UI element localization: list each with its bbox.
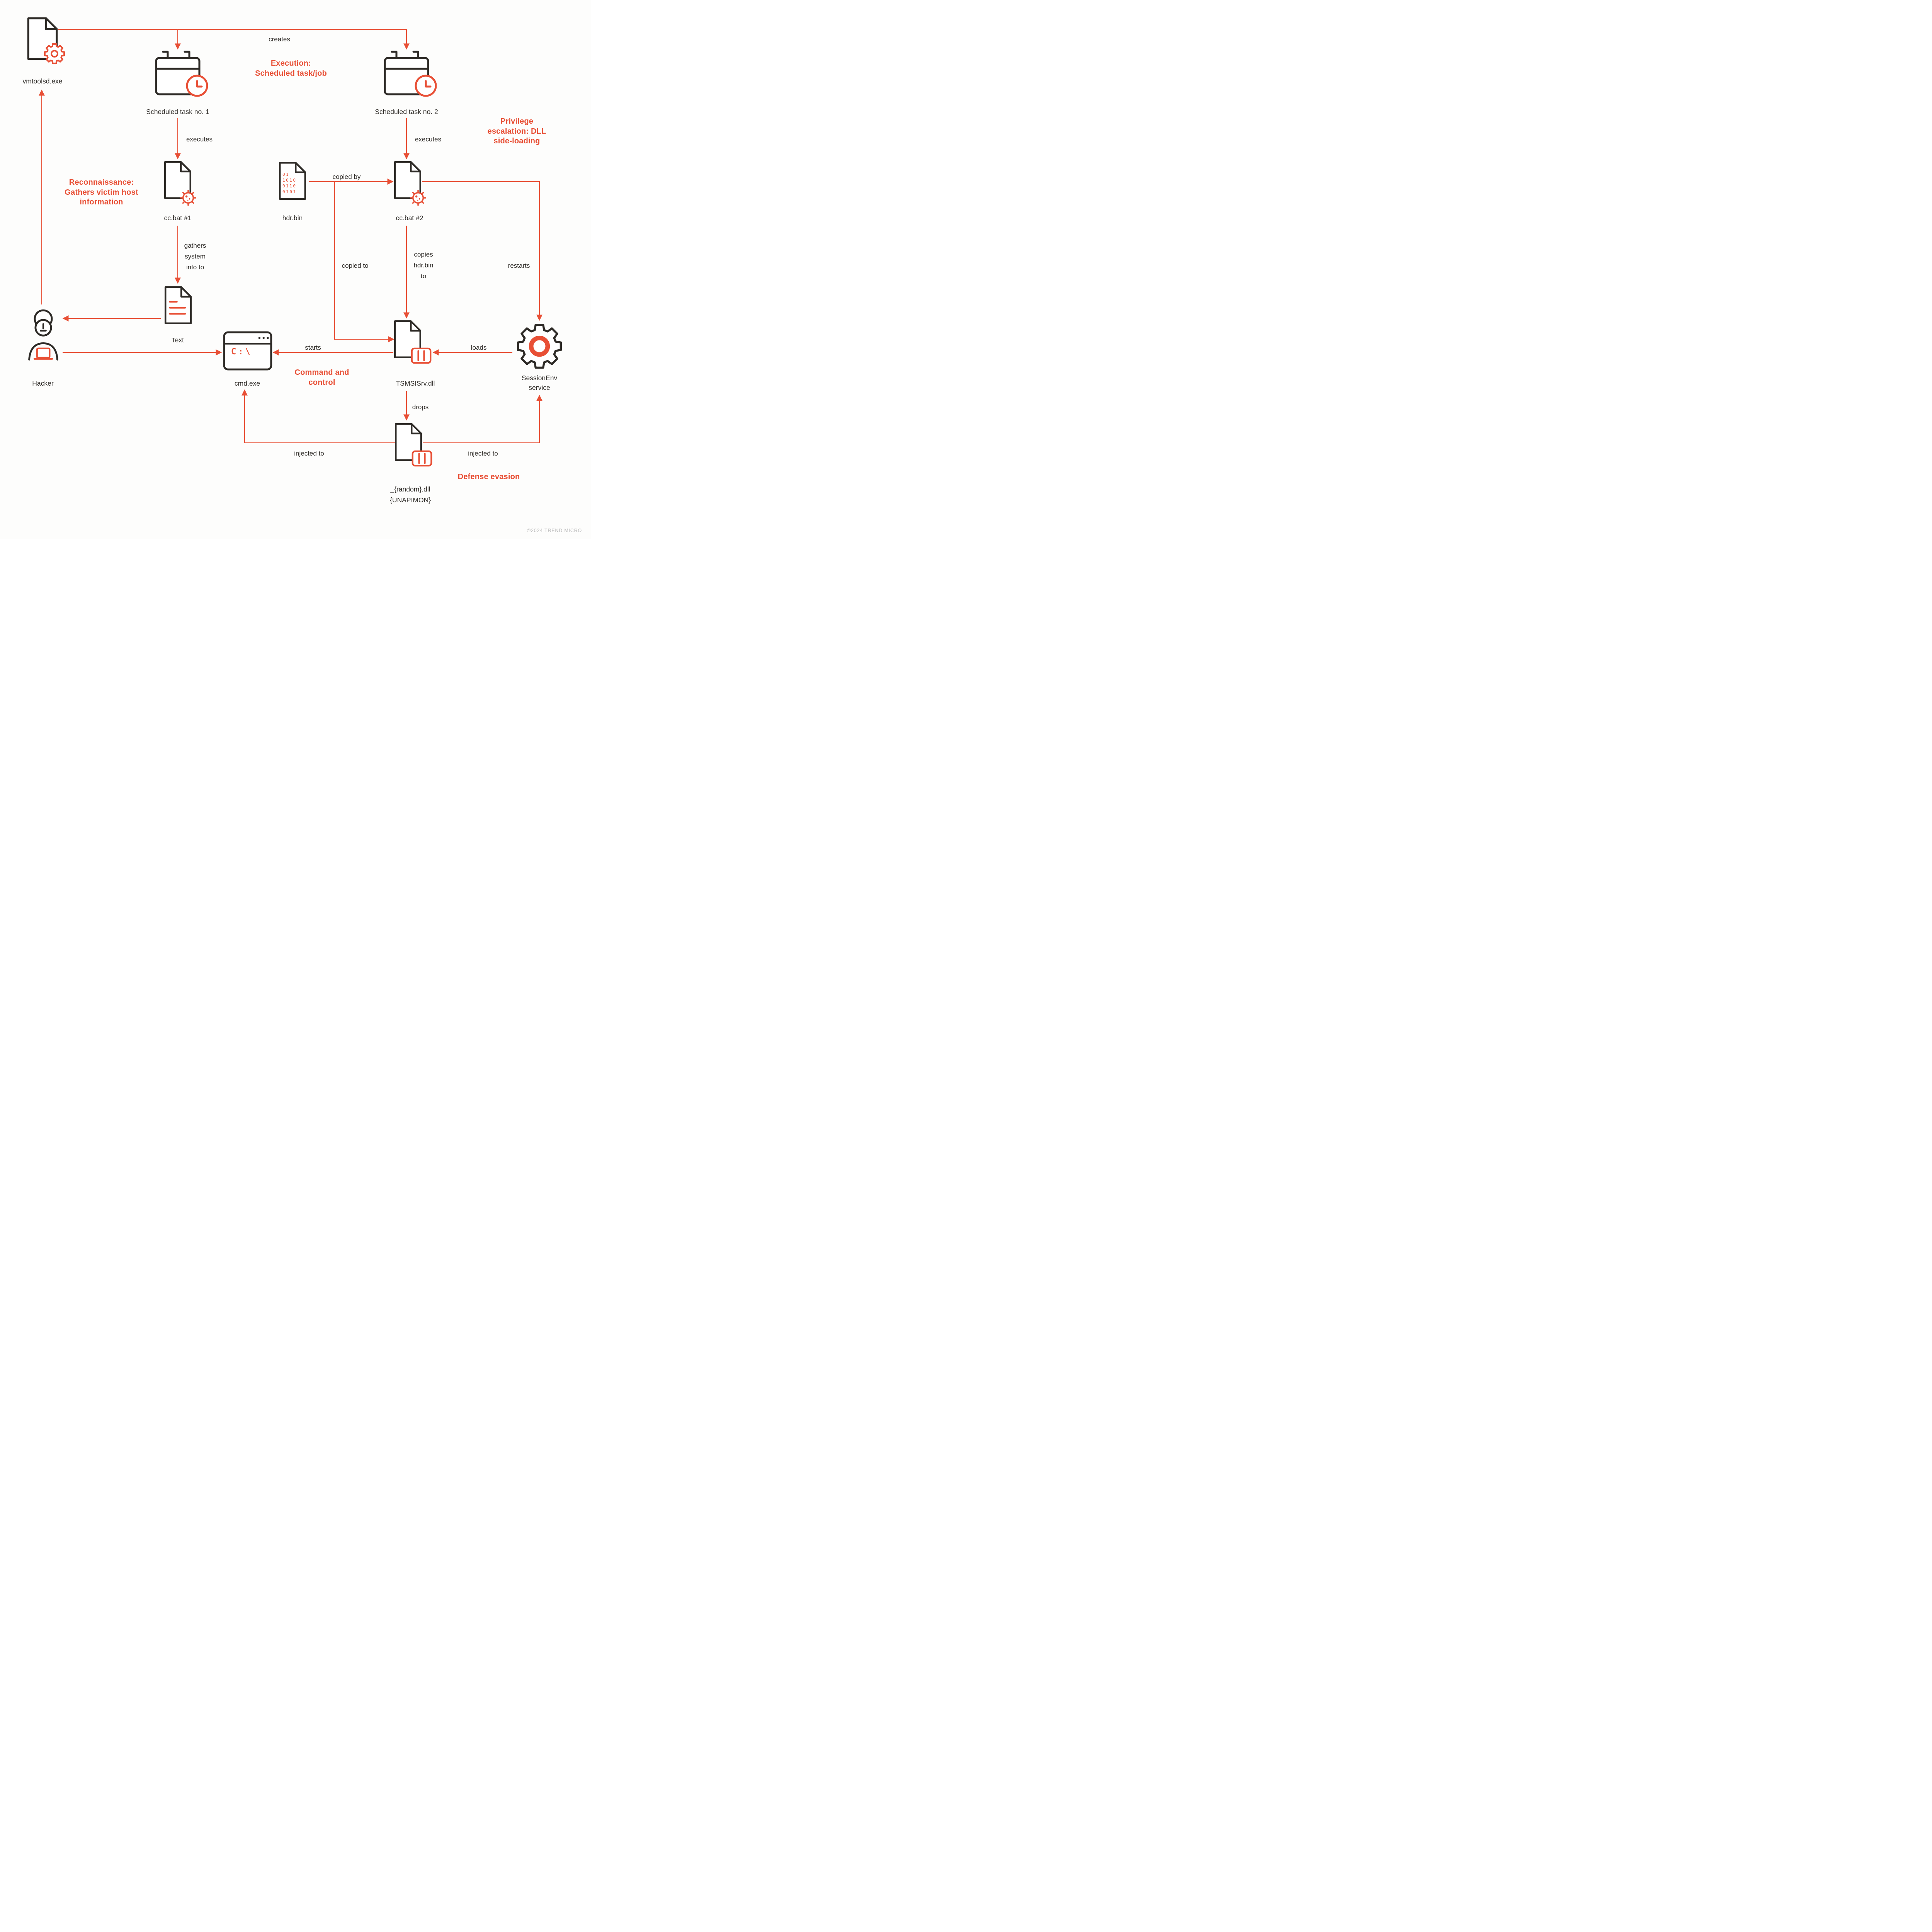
edge-label-copied-to: copied to: [342, 262, 369, 269]
edge-injected-to-cmd: [242, 389, 395, 443]
edge-label-injected-left: injected to: [294, 450, 324, 457]
attack-flow-diagram: vmtoolsd.exe Scheduled task no. 1 Schedu…: [0, 0, 591, 539]
cmd-prompt-text: C:\: [231, 347, 252, 357]
edge-label-copies: copies hdr.bin to: [413, 251, 434, 280]
task1-label: Scheduled task no. 1: [146, 108, 209, 116]
edge-label-creates: creates: [269, 36, 290, 43]
connector-lines: [39, 29, 543, 443]
edge-label-gathers: gathers system info to: [184, 242, 206, 271]
calendar-clock-icon: [382, 49, 437, 100]
edge-label-executes-2: executes: [415, 136, 442, 143]
annotation-execution: Execution: Scheduled task/job: [255, 59, 327, 78]
virus-icon: [180, 190, 196, 206]
edge-creates-task2: [58, 29, 410, 50]
randomdll-label: _{random}.dll {UNAPIMON}: [390, 485, 431, 504]
hacker-label: Hacker: [32, 379, 54, 387]
textfile-label: Text: [171, 336, 184, 344]
annotation-reconnaissance: Reconnaissance: Gathers victim host info…: [65, 178, 138, 207]
annotation-command-and-control: Command and control: [294, 368, 349, 387]
copyright-text: ©2024 TREND MICRO: [527, 528, 582, 533]
annotation-privilege-escalation: Privilege escalation: DLL side-loading: [487, 117, 546, 146]
edge-restarts: [422, 181, 543, 321]
calendar-clock-icon: [153, 49, 208, 100]
dll-library-icon: [410, 347, 432, 364]
edge-label-copied-by: copied by: [332, 173, 361, 180]
virus-icon: [410, 190, 426, 206]
edge-label-executes-1: executes: [186, 136, 213, 143]
edge-label-restarts: restarts: [508, 262, 530, 269]
terminal-window-icon: [223, 331, 272, 371]
vmtoolsd-label: vmtoolsd.exe: [22, 77, 63, 85]
hdrbin-label: hdr.bin: [282, 214, 303, 222]
hacker-icon: [28, 309, 58, 361]
annotation-defense-evasion: Defense evasion: [457, 473, 520, 481]
gear-icon: [44, 43, 65, 65]
task2-label: Scheduled task no. 2: [375, 108, 438, 116]
dll-library-icon: [411, 450, 433, 467]
edge-injected-to-sessionenv: [423, 395, 543, 443]
sessionenv-label: SessionEnv service: [521, 374, 558, 392]
ccbat1-label: cc.bat #1: [164, 214, 192, 222]
edge-label-loads: loads: [471, 344, 487, 351]
cmd-label: cmd.exe: [234, 379, 260, 387]
edge-label-injected-right: injected to: [468, 450, 498, 457]
edge-label-drops: drops: [412, 403, 429, 411]
text-file-icon: [162, 285, 194, 325]
edge-copied-to: [334, 182, 395, 342]
tsmsisrv-label: TSMSISrv.dll: [396, 379, 435, 387]
binary-digits: 01 1010 0110 0101: [282, 172, 297, 194]
edge-label-starts: starts: [305, 344, 321, 351]
ccbat2-label: cc.bat #2: [396, 214, 423, 222]
service-gear-icon: [515, 321, 564, 371]
